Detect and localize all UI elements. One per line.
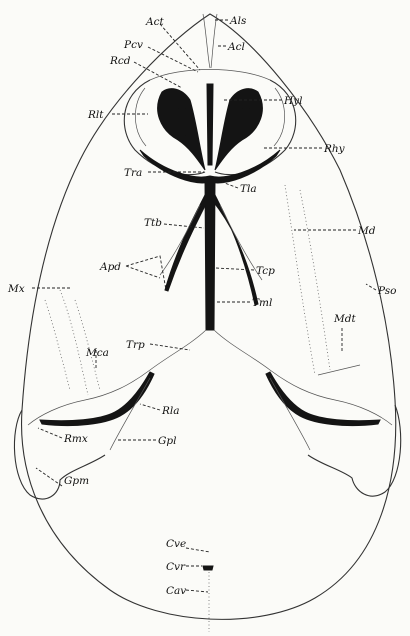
leader-lines — [32, 20, 376, 592]
label-cav: Cav — [166, 585, 186, 597]
label-tra: Tra — [124, 167, 142, 179]
label-rmx: Rmx — [63, 433, 88, 445]
label-act: Act — [145, 16, 164, 28]
label-hyl: Hyl — [283, 95, 302, 107]
label-tla: Tla — [240, 183, 257, 195]
trabecula-left-arm-thin — [160, 205, 200, 275]
trabecula-left-arm — [165, 195, 208, 291]
label-mca: Mca — [85, 347, 109, 359]
label-mdt: Mdt — [333, 313, 356, 325]
label-trp: Trp — [126, 339, 145, 351]
label-rla: Rla — [161, 405, 180, 417]
label-md: Md — [357, 225, 376, 237]
label-rcd: Rcd — [109, 55, 131, 67]
palatal-bar-right — [266, 372, 380, 426]
mandible-line — [318, 365, 360, 375]
label-ttb: Ttb — [144, 217, 162, 229]
label-apd: Apd — [99, 261, 121, 273]
label-mx: Mx — [7, 283, 25, 295]
label-tcp: Tcp — [256, 265, 275, 277]
label-gpl: Gpl — [158, 435, 176, 447]
snout-tip — [203, 14, 217, 68]
label-gpm: Gpm — [64, 475, 89, 487]
label-tml: Tml — [252, 297, 272, 309]
label-als: Als — [229, 15, 247, 27]
septum — [207, 84, 213, 165]
label-acl: Acl — [227, 41, 245, 53]
maxilla-dots-left — [45, 290, 100, 395]
palatal-bar-left — [40, 372, 154, 426]
label-cvr: Cvr — [166, 561, 186, 573]
label-rlt: Rlt — [87, 109, 104, 121]
label-cve: Cve — [166, 538, 186, 550]
occipital-mark — [203, 566, 213, 570]
label-pso: Pso — [377, 285, 397, 297]
trabecula-right-arm — [212, 195, 258, 305]
maxilla-dots-right — [285, 185, 330, 375]
label-rhy: Rhy — [323, 143, 346, 155]
nasal-roof — [150, 70, 270, 81]
label-pcv: Pcv — [123, 39, 143, 51]
nasal-knob-right — [238, 108, 254, 136]
nasal-knob-left — [174, 108, 190, 136]
